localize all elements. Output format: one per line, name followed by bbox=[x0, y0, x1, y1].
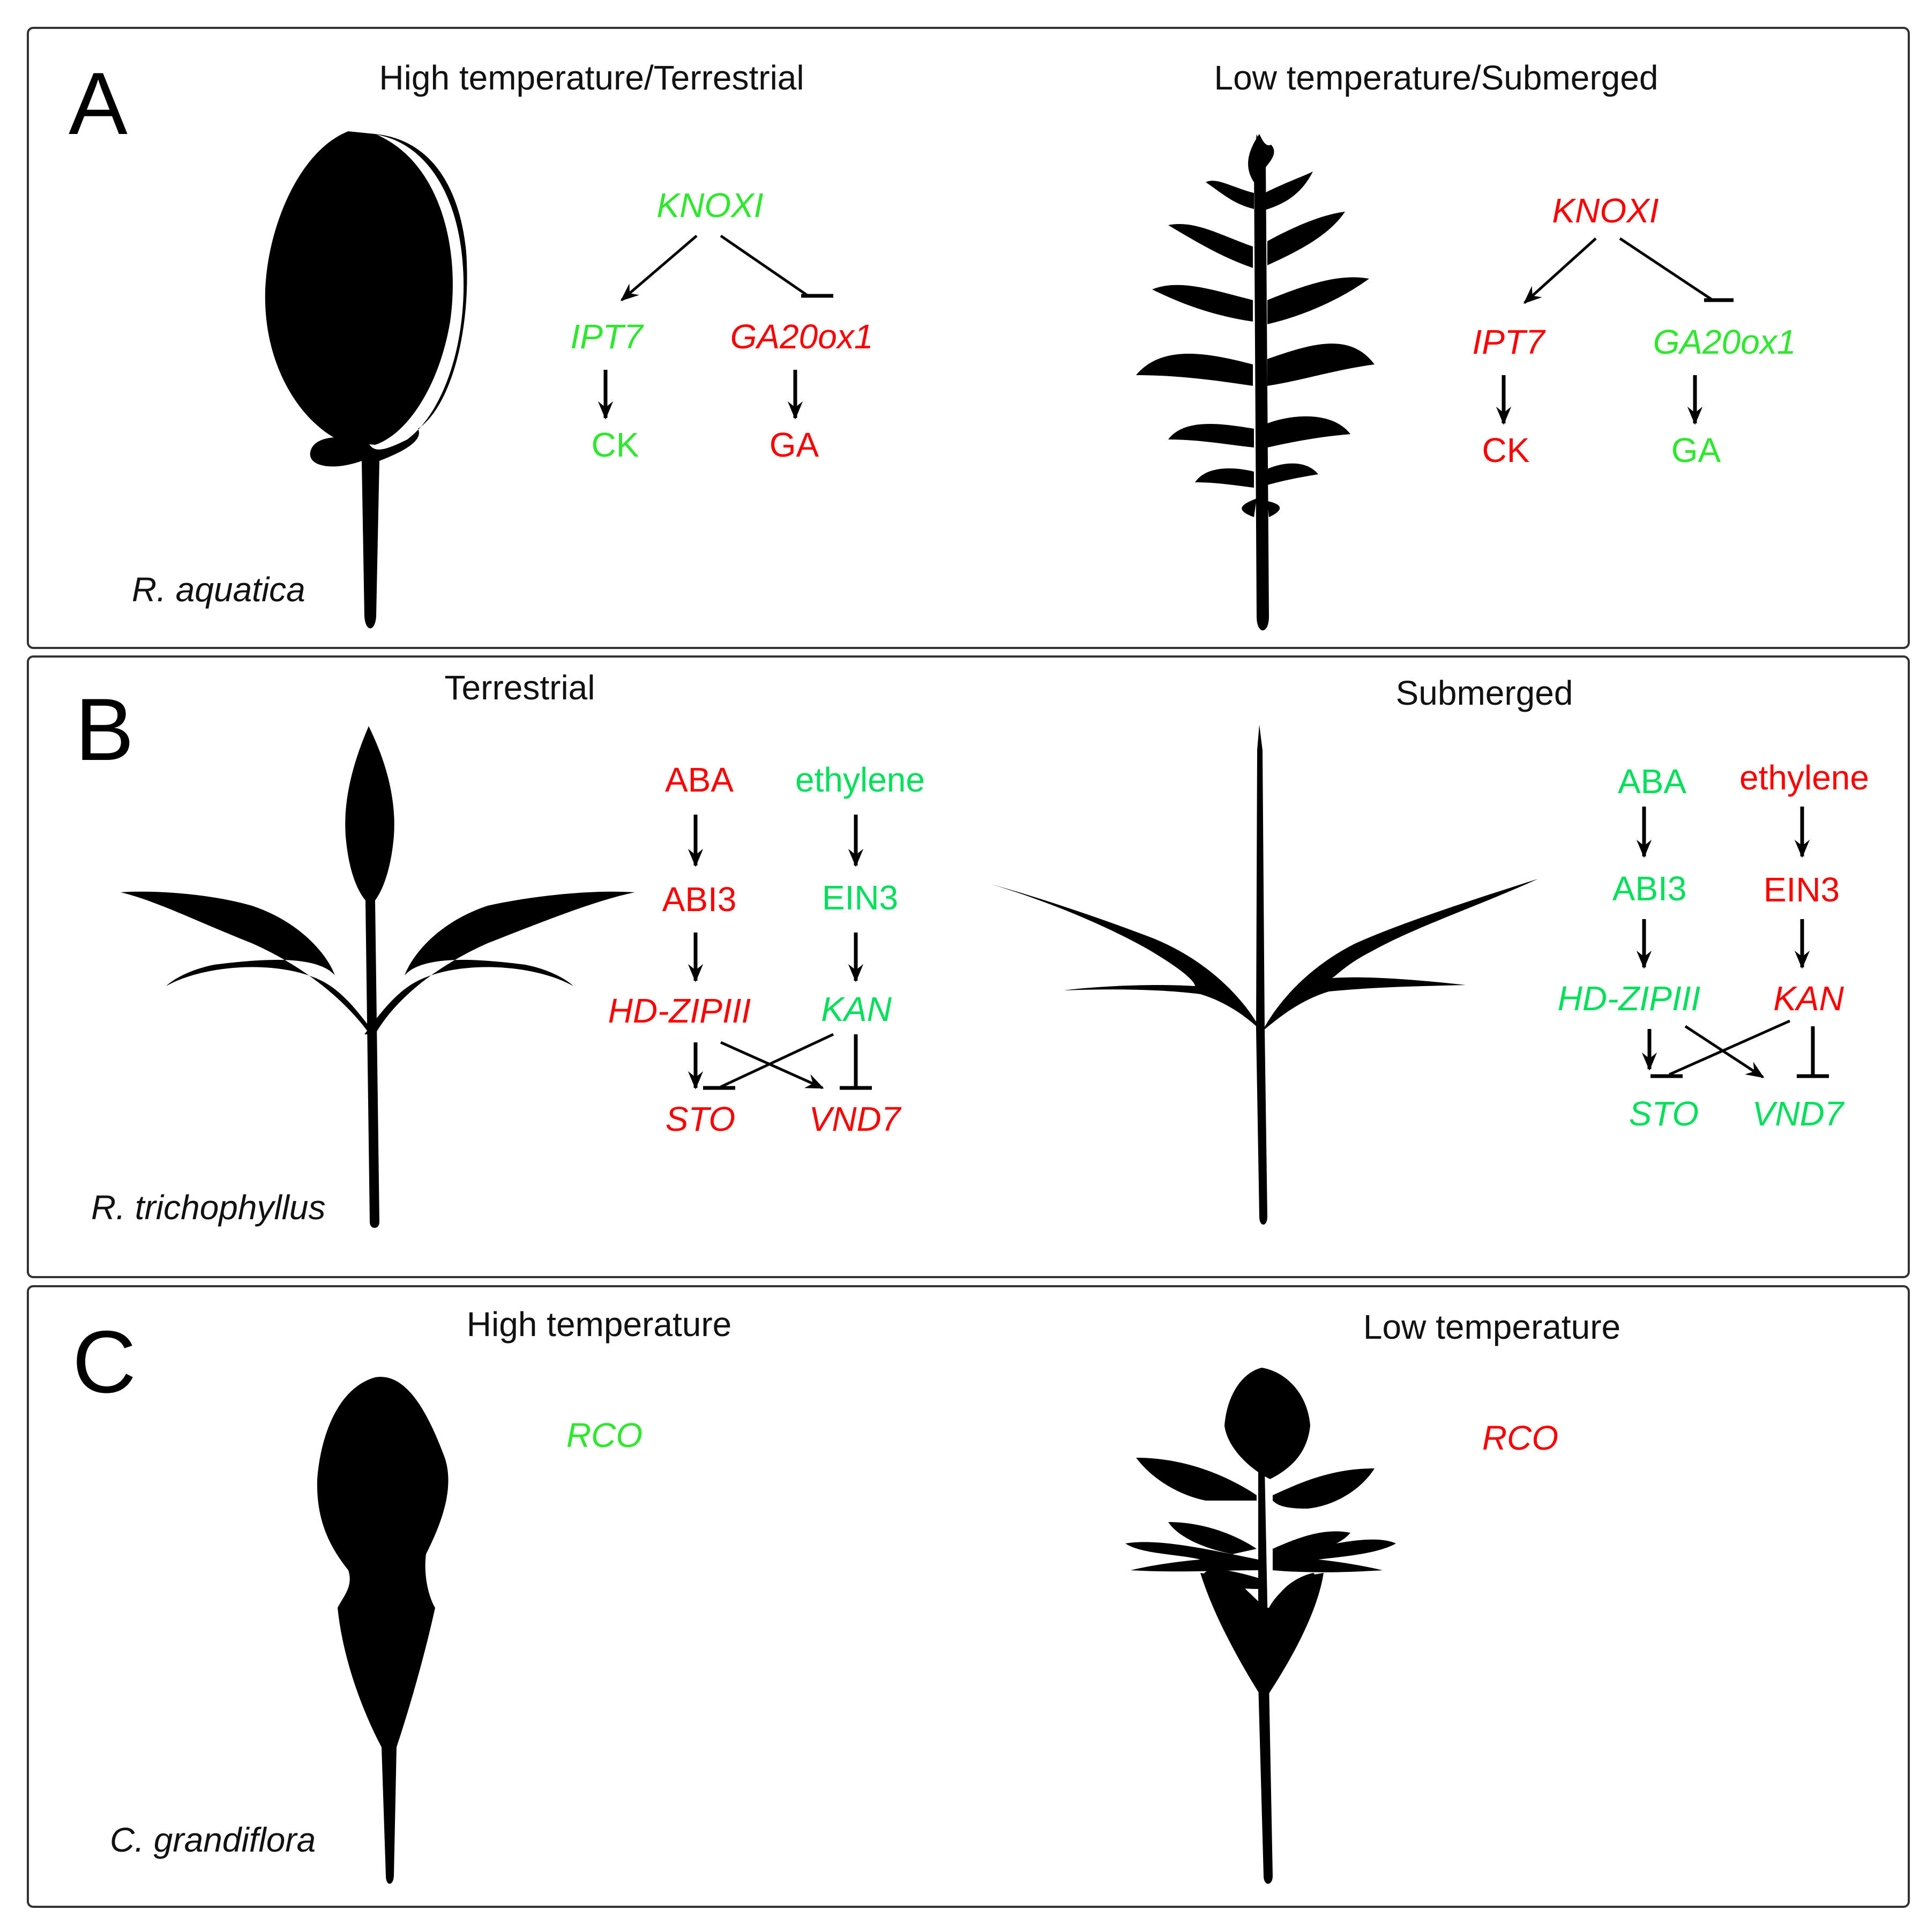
b-right-sto: STO bbox=[1629, 1094, 1699, 1133]
a-right-ga: GA bbox=[1671, 431, 1721, 469]
panel-a: A High temperature/Terrestrial Low tempe… bbox=[27, 27, 1910, 649]
b-left-kan-inhibits-sto bbox=[720, 1033, 834, 1088]
panel-b-letter: B bbox=[75, 680, 134, 779]
panel-a-simple-leaf-silhouette bbox=[265, 131, 467, 629]
b-right-hdzipiii-to-vnd7-arrow bbox=[1684, 1025, 1765, 1079]
b-right-aba: ABA bbox=[1618, 762, 1686, 801]
panel-b-species: R. trichophyllus bbox=[91, 1188, 326, 1227]
b-left-ein3: EIN3 bbox=[822, 878, 898, 917]
panel-b-terrestrial-leaf-silhouette bbox=[121, 726, 635, 1228]
a-left-ga: GA bbox=[770, 426, 819, 464]
a-right-ga20ox1: GA20ox1 bbox=[1653, 323, 1796, 361]
panel-c-lobed-leaf-silhouette bbox=[1125, 1368, 1396, 1884]
panel-c-simple-leaf-silhouette bbox=[317, 1377, 449, 1884]
panel-c-letter: C bbox=[72, 1312, 136, 1411]
b-right-abi3: ABI3 bbox=[1612, 869, 1687, 908]
a-left-ck: CK bbox=[592, 426, 639, 464]
panel-a-species: R. aquatica bbox=[132, 570, 305, 609]
panel-a-dissected-leaf-silhouette bbox=[1136, 134, 1375, 631]
b-left-ethylene: ethylene bbox=[795, 760, 925, 799]
c-right-rco: RCO bbox=[1482, 1419, 1558, 1457]
panel-a-right-network: KNOXI IPT7 GA20ox1 CK GA bbox=[1472, 191, 1796, 469]
b-left-hdzipiii: HD-ZIPIII bbox=[608, 991, 751, 1030]
panel-b-right-condition: Submerged bbox=[1396, 674, 1573, 712]
b-right-ethylene: ethylene bbox=[1739, 758, 1869, 797]
c-left-rco: RCO bbox=[566, 1416, 643, 1454]
b-left-vnd7: VND7 bbox=[809, 1100, 902, 1138]
b-left-abi3: ABI3 bbox=[662, 880, 737, 919]
panel-c-species: C. grandiflora bbox=[110, 1821, 316, 1859]
panel-a-right-condition: Low temperature/Submerged bbox=[1214, 58, 1659, 97]
a-left-knoxi-inhibits-ga20ox1 bbox=[720, 234, 809, 297]
panel-a-frame bbox=[27, 27, 1910, 649]
a-right-knoxi: KNOXI bbox=[1552, 191, 1659, 230]
b-right-kan: KAN bbox=[1773, 979, 1844, 1018]
b-right-hdzipiii: HD-ZIPIII bbox=[1558, 979, 1701, 1018]
panel-a-left-network: KNOXI IPT7 GA20ox1 CK GA bbox=[570, 186, 873, 464]
a-right-ipt7: IPT7 bbox=[1472, 323, 1546, 361]
b-left-hdzipiii-to-vnd7-arrow bbox=[720, 1041, 824, 1090]
panel-a-letter: A bbox=[69, 54, 128, 153]
b-right-vnd7: VND7 bbox=[1752, 1094, 1845, 1133]
a-left-knoxi-to-ipt7-arrow bbox=[620, 235, 698, 301]
panel-c-right-condition: Low temperature bbox=[1363, 1308, 1620, 1346]
a-left-knoxi: KNOXI bbox=[656, 186, 763, 225]
a-right-knoxi-to-ipt7-arrow bbox=[1523, 237, 1597, 304]
b-right-ein3: EIN3 bbox=[1764, 870, 1840, 909]
panel-b-right-network: ABA ethylene ABI3 EIN3 HD-ZIPIII KAN STO… bbox=[1558, 758, 1869, 1133]
panel-c-left-condition: High temperature bbox=[467, 1305, 731, 1344]
a-left-ipt7: IPT7 bbox=[570, 317, 644, 356]
panel-b-left-condition: Terrestrial bbox=[445, 668, 595, 707]
b-left-aba: ABA bbox=[665, 760, 734, 799]
panel-a-left-condition: High temperature/Terrestrial bbox=[379, 58, 804, 97]
panel-c-frame bbox=[27, 1285, 1910, 1908]
panel-b-frame bbox=[27, 655, 1910, 1278]
b-left-kan: KAN bbox=[821, 990, 892, 1028]
b-right-kan-inhibits-sto bbox=[1668, 1019, 1791, 1076]
panel-c: C High temperature Low temperature C. gr… bbox=[27, 1285, 1910, 1908]
a-left-ga20ox1: GA20ox1 bbox=[730, 317, 873, 356]
b-left-sto: STO bbox=[666, 1100, 735, 1138]
panel-b-left-network: ABA ethylene ABI3 EIN3 HD-ZIPIII KAN STO… bbox=[608, 760, 925, 1138]
a-right-ck: CK bbox=[1482, 431, 1530, 469]
a-right-knoxi-inhibits-ga20ox1 bbox=[1619, 237, 1714, 302]
panel-b-submerged-leaf-silhouette bbox=[991, 725, 1538, 1225]
panel-b: B Terrestrial Submerged R. trichophyllus… bbox=[27, 655, 1910, 1278]
